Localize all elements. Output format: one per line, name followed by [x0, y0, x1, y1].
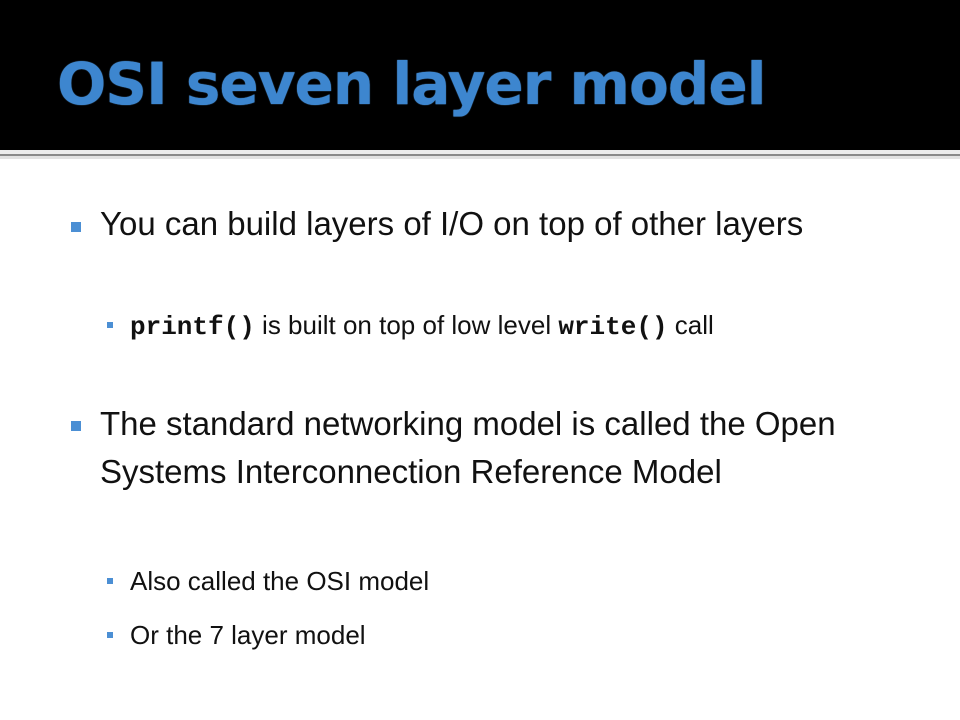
bullet-text: You can build layers of I/O on top of ot…: [100, 205, 804, 242]
code-printf: printf(): [130, 312, 255, 342]
title-divider: [0, 154, 960, 156]
sub-bullet-text: Or the 7 layer model: [130, 620, 366, 650]
bullet-text: The standard networking model is called …: [100, 405, 836, 490]
sub-bullet-text-middle: is built on top of low level: [254, 310, 559, 340]
sub-bullet-square-icon: [107, 632, 113, 638]
sub-bullet-text-end: call: [667, 310, 714, 340]
sub-bullet-square-icon: [107, 322, 113, 328]
title-bar: OSI seven layer model: [0, 0, 960, 150]
title-divider-shadow: [0, 156, 960, 159]
sub-bullet-text: Also called the OSI model: [130, 566, 430, 596]
slide-title: OSI seven layer model: [57, 50, 767, 118]
bullet-square-icon: [71, 421, 81, 431]
bullet-square-icon: [71, 222, 81, 232]
code-write: write(): [558, 312, 668, 342]
title-divider-highlight: [0, 150, 960, 154]
sub-bullet-text: printf() is built on top of low level wr…: [130, 305, 890, 347]
sub-bullet-square-icon: [107, 578, 113, 584]
